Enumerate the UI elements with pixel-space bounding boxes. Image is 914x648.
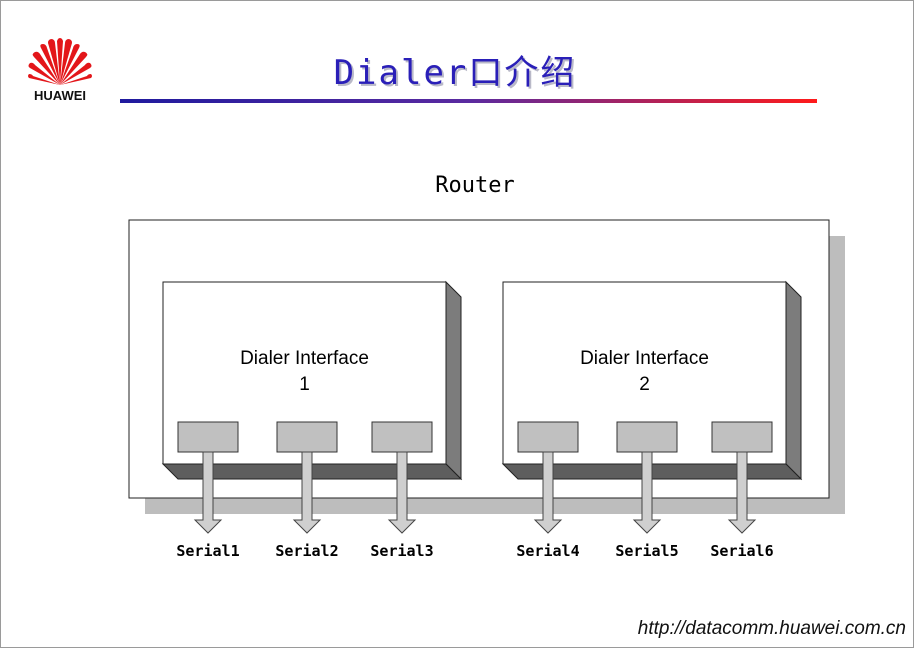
serial-port [177,421,239,453]
interface-box-side [785,280,802,481]
interface-label: Dialer Interface [240,348,369,369]
huawei-fan-icon [28,38,92,85]
down-arrow-icon [292,451,322,534]
serial-label: Serial6 [710,542,773,560]
serial-label: Serial2 [275,542,338,560]
huawei-logo: HUAWEI [22,38,98,118]
serial-port [517,421,579,453]
serial-label: Serial3 [370,542,433,560]
down-arrow-icon [727,451,757,534]
serial-port [616,421,678,453]
serial-port [371,421,433,453]
serial-port [711,421,773,453]
interface-label: Dialer Interface [580,348,709,369]
down-arrow-icon [632,451,662,534]
title-divider [120,99,817,103]
footer-url: http://datacomm.huawei.com.cn [637,618,906,639]
down-arrow-icon [533,451,563,534]
interface-box-side [445,280,462,481]
router-label: Router [435,173,515,198]
down-arrow-icon [193,451,223,534]
interface-number: 2 [639,374,650,395]
slide-title: Dialer口介绍 [333,53,577,93]
serial-label: Serial4 [516,542,579,560]
logo-wordmark: HUAWEI [34,88,86,103]
serial-port [276,421,338,453]
interface-number: 1 [299,374,310,395]
serial-label: Serial5 [615,542,678,560]
down-arrow-icon [387,451,417,534]
serial-label: Serial1 [176,542,239,560]
